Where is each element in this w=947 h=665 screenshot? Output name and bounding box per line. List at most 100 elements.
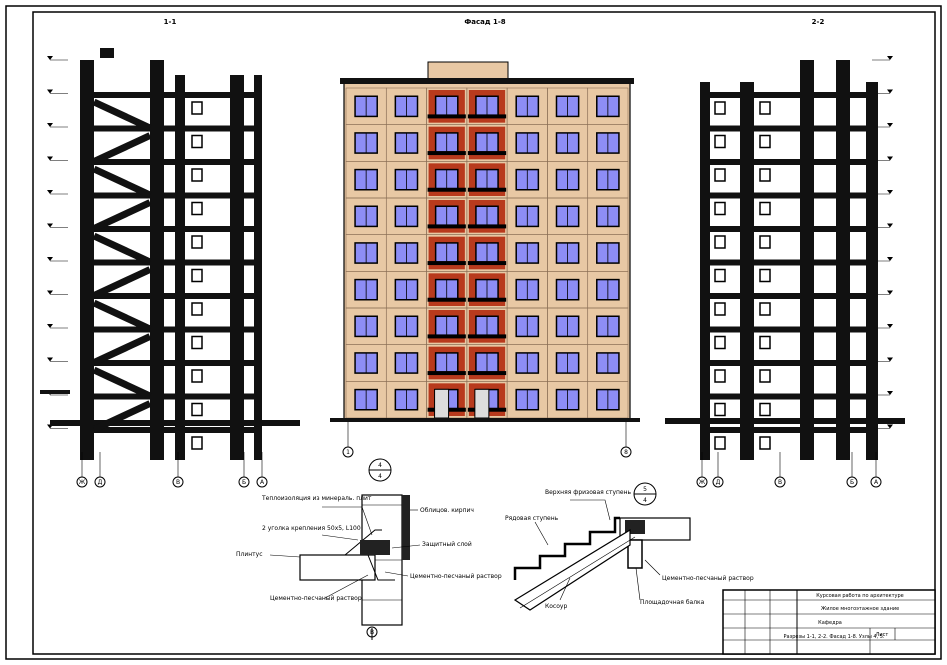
section-1-title: 1-1	[164, 18, 177, 26]
balcony-rail	[427, 187, 466, 192]
opening	[759, 436, 771, 450]
floor-slab	[80, 259, 262, 266]
level-mark	[887, 190, 893, 194]
opening	[714, 168, 726, 182]
axis-label-left: В	[176, 479, 180, 486]
opening	[759, 402, 771, 417]
wall-right-2	[866, 82, 878, 460]
opening	[759, 335, 771, 350]
floor-slab	[80, 360, 262, 366]
opening	[191, 201, 203, 216]
floor-slab	[80, 293, 262, 299]
stair-flight	[92, 333, 152, 366]
opening	[191, 302, 203, 316]
detail-5-beam	[627, 539, 643, 569]
floor-slabs-2	[700, 92, 878, 450]
svg-text:5: 5	[643, 486, 647, 493]
axis-label-right: Ж	[699, 479, 706, 486]
wall-mid-2	[740, 82, 754, 460]
balcony-rail	[467, 371, 507, 376]
opening	[714, 101, 726, 115]
floor-slabs-1	[80, 92, 262, 450]
opening	[759, 101, 771, 115]
axis-label-left: Д	[98, 479, 103, 486]
floor-slab	[80, 159, 262, 165]
balcony-rail	[427, 224, 466, 229]
wall-mid-1	[175, 75, 185, 460]
detail-4: 4 4 В Теплоизоляция из минераль. плит 2 …	[236, 458, 502, 640]
axis-bubble	[238, 476, 250, 488]
balcony-rail	[427, 114, 466, 119]
axis-label-left: А	[260, 479, 265, 486]
axis-bubble	[870, 476, 882, 488]
detail-4-facing	[402, 495, 410, 560]
opening	[191, 268, 203, 283]
stair-flight	[92, 266, 152, 299]
stair-flight	[92, 132, 152, 165]
floor-slab	[700, 427, 878, 433]
stair-flight	[92, 165, 152, 199]
porch-1	[40, 390, 70, 394]
balcony-rail	[467, 224, 507, 229]
opening	[759, 268, 771, 283]
opening	[191, 369, 203, 383]
detail-4-slab	[299, 554, 376, 581]
axis-bubble	[76, 476, 88, 488]
level-mark	[47, 290, 53, 295]
level-mark	[47, 223, 53, 228]
opening	[191, 235, 203, 249]
wall-right-1	[230, 75, 244, 460]
detail-5-mortar-label: Цементно-песчаный раствор	[662, 575, 754, 582]
level-mark	[887, 123, 893, 127]
detail-4-plinth-label: Плинтус	[236, 551, 263, 558]
facade-ground-line	[330, 418, 640, 422]
detail-5-stringer-label: Косоур	[545, 603, 567, 610]
stair-flight	[92, 199, 152, 232]
svg-text:4: 4	[643, 497, 647, 504]
stair-flight	[92, 400, 152, 433]
roof-exit-1	[100, 48, 114, 58]
stair-flights-1	[92, 98, 152, 433]
axis-bubble	[696, 476, 708, 488]
facade-title: Фасад 1-8	[464, 18, 505, 26]
axis-label-right: А	[874, 479, 879, 486]
opening	[759, 302, 771, 316]
floor-slab	[700, 293, 878, 299]
axis-label-right: Д	[716, 479, 721, 486]
level-mark	[887, 89, 893, 94]
axis-label-facade: 1	[346, 449, 350, 456]
floor-slab	[80, 192, 262, 199]
title-sheet-content: Разрезы 1-1, 2-2. Фасад 1-8. Узлы 4, 5.	[783, 634, 884, 640]
axis-bubble	[342, 446, 354, 458]
level-mark	[887, 56, 893, 60]
opening	[759, 201, 771, 216]
detail-4-protective-label: Защитный слой	[422, 541, 472, 548]
opening	[191, 101, 203, 115]
floor-slab	[700, 326, 878, 333]
axis-bubble	[94, 476, 106, 488]
opening	[759, 369, 771, 383]
balcony-rail	[427, 261, 466, 266]
parapet	[340, 78, 634, 84]
level-mark	[47, 56, 53, 60]
detail-4-mortar2-label: Цементно-песчаный раствор	[410, 573, 502, 580]
detail-5-stringer	[513, 528, 631, 611]
floor-slab	[700, 226, 878, 232]
level-mark	[887, 223, 893, 228]
wall-outer-1	[254, 75, 262, 460]
axis-label-left: Б	[242, 479, 246, 486]
opening	[714, 302, 726, 316]
title-course: Курсовая работа по архитектуре	[816, 593, 904, 599]
balcony-rail	[427, 334, 466, 339]
section-2-title: 2-2	[812, 18, 825, 26]
opening	[759, 168, 771, 182]
opening	[714, 436, 726, 450]
level-marks-left	[47, 56, 68, 429]
floor-slab	[80, 427, 262, 433]
floor-slab	[700, 393, 878, 400]
